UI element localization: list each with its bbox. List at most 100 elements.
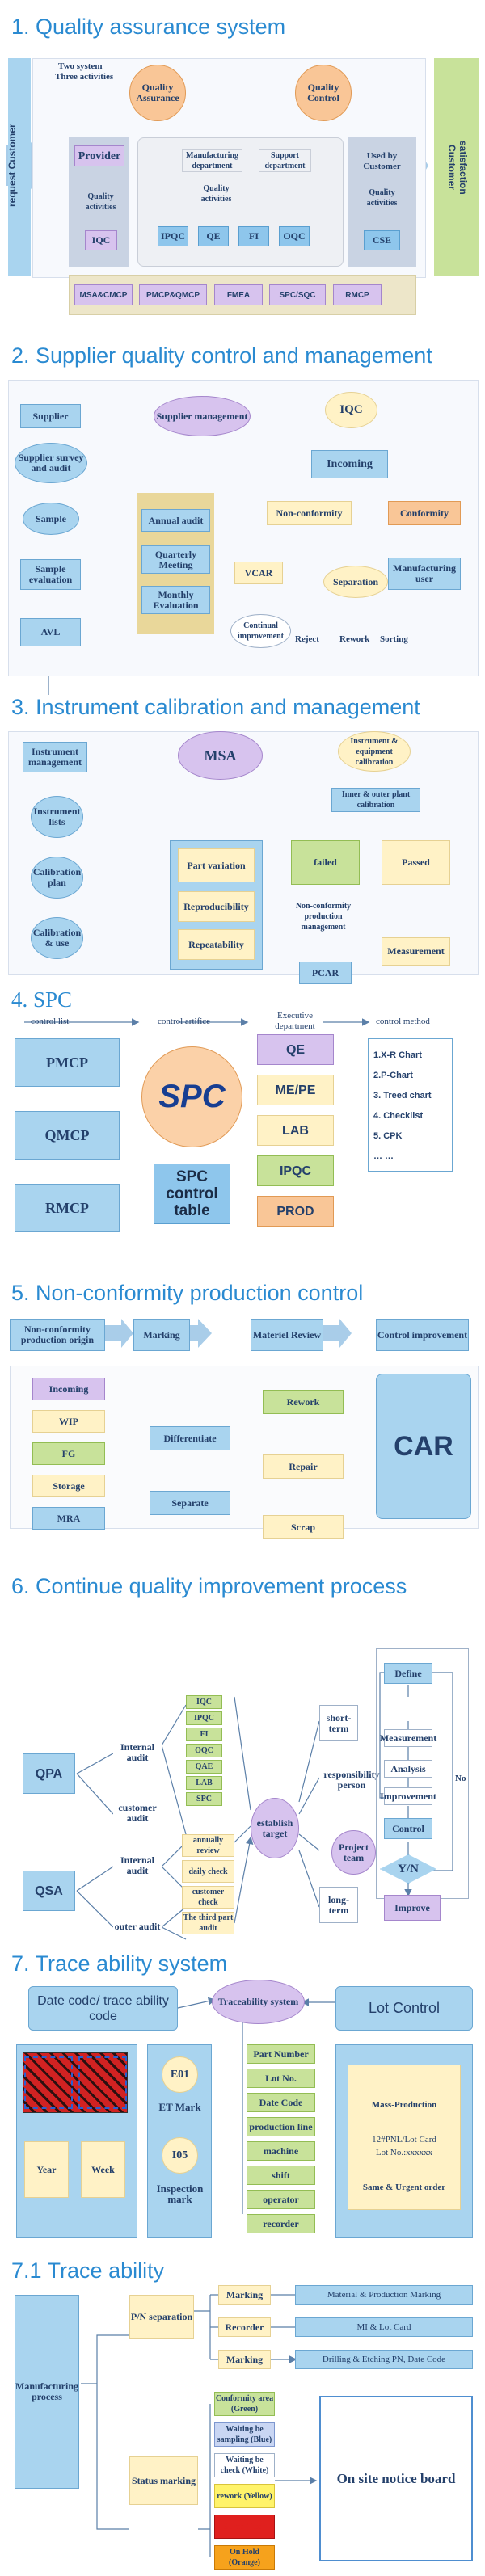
same-urgent-label: Same & Urgent order xyxy=(362,2182,446,2192)
audit-fi: FI xyxy=(186,1728,222,1741)
audit-qae: QAE xyxy=(186,1760,222,1774)
section-5-title: 5. Non-conformity production control xyxy=(11,1281,364,1305)
tool-pmcp-qmcp: PMCP&QMCP xyxy=(139,284,207,305)
result-material-marking: Material & Production Marking xyxy=(295,2285,473,2305)
supplier-management-oval: Supplier management xyxy=(154,396,251,436)
differentiate-box: Differentiate xyxy=(150,1426,230,1450)
method-6: … … xyxy=(373,1151,394,1161)
qe-box: QE xyxy=(198,226,229,246)
section-2-title: 2. Supplier quality control and manageme… xyxy=(11,343,432,368)
dept-ipqc-box: IPQC xyxy=(257,1155,334,1186)
avl-box: AVL xyxy=(20,618,81,646)
audit-ipqc: IPQC xyxy=(186,1711,222,1725)
sample-evaluation-box: Sample evaluation xyxy=(20,559,81,590)
section-3-title: 3. Instrument calibration and management xyxy=(11,695,420,719)
spc-circle: SPC xyxy=(141,1046,242,1147)
executive-department-label: Executive department xyxy=(275,1011,315,1031)
control-box: Control xyxy=(384,1818,432,1839)
repeatability-box: Repeatability xyxy=(178,929,255,960)
rework-box: Rework xyxy=(263,1390,344,1414)
separate-box: Separate xyxy=(150,1491,230,1515)
field-recorder: recorder xyxy=(247,2214,315,2233)
dept-lab-box: LAB xyxy=(257,1115,334,1146)
rework-label: Rework xyxy=(340,634,370,644)
instrument-lists-oval: Instrument lists xyxy=(31,796,83,838)
sorting-label: Sorting xyxy=(380,634,408,644)
manufacturing-process-box: Manufacturing process xyxy=(15,2295,79,2489)
mfg-quality-activities-oval: Quality activities xyxy=(200,184,232,204)
request-customer-label: request Customer xyxy=(6,124,18,208)
spc-control-table-box: SPC control table xyxy=(154,1164,230,1224)
car-box: CAR xyxy=(376,1374,471,1519)
manufacturing-user-box: Manufacturing user xyxy=(388,558,461,590)
supplier-survey-oval: Supplier survey and audit xyxy=(15,443,87,483)
ipqc-box: IPQC xyxy=(158,226,188,246)
section-7-title: 7. Trace ability system xyxy=(11,1951,228,1976)
status-green: Conformity area (Green) xyxy=(214,2392,275,2416)
short-term-box: short-term xyxy=(319,1705,358,1741)
method-2: 2.P-Chart xyxy=(373,1071,413,1080)
analysis-box: Analysis xyxy=(384,1760,432,1778)
oqc-box: OQC xyxy=(279,226,310,246)
qa-activities-oval: Quality activities xyxy=(85,192,116,212)
field-date-code: Date Code xyxy=(247,2093,315,2112)
date-code-box: Date code/ trace ability code xyxy=(28,1986,178,2031)
part-variation-box: Part variation xyxy=(178,848,255,882)
field-lot-no: Lot No. xyxy=(247,2069,315,2088)
materiel-review-box: Materiel Review xyxy=(251,1319,323,1351)
method-3: 3. Treed chart xyxy=(373,1091,432,1101)
dept-qe-box: QE xyxy=(257,1034,334,1065)
long-term-box: long-term xyxy=(319,1887,358,1923)
lot-card-label: 12#PNL/Lot Card xyxy=(372,2134,436,2145)
pcar-box: PCAR xyxy=(299,962,352,984)
iqc-oval: IQC xyxy=(325,392,377,428)
tool-spc-sqc: SPC/SQC xyxy=(269,284,326,305)
status-orange: On Hold (Orange) xyxy=(214,2545,275,2570)
section-1-title: 1. Quality assurance system xyxy=(11,15,286,39)
lot-card-panel xyxy=(348,2065,461,2210)
qpa-box: QPA xyxy=(23,1753,75,1794)
lot-control-box: Lot Control xyxy=(335,1986,473,2031)
rmcp-box: RMCP xyxy=(15,1184,120,1232)
lot-no-label: Lot No.:xxxxxx xyxy=(375,2147,433,2157)
section-4-title: 4. SPC xyxy=(11,987,73,1012)
used-by-customer-label: Used by Customer xyxy=(363,151,401,171)
audit-oqc: OQC xyxy=(186,1744,222,1757)
inner-outer-calibration-box: Inner & outer plant calibration xyxy=(331,788,420,812)
improvement-box: Improvement xyxy=(380,1787,436,1805)
audit-spc: SPC xyxy=(186,1792,222,1806)
origin-wip-box: WIP xyxy=(32,1410,105,1433)
field-production-line: production line xyxy=(247,2117,315,2136)
methods-box xyxy=(368,1038,453,1172)
pn-separation-box: P/N separation xyxy=(129,2295,194,2339)
annual-audit-box: Annual audit xyxy=(141,509,210,532)
field-part-number: Part Number xyxy=(247,2044,315,2064)
status-blue: Waiting be sampling (Blue) xyxy=(214,2422,275,2447)
project-team-oval: Project team xyxy=(331,1830,376,1875)
daily-check-box: daily check xyxy=(182,1860,234,1883)
control-improvement-box: Control improvement xyxy=(376,1319,469,1351)
recorder-box: Recorder xyxy=(218,2317,271,2337)
annual-review-box: annually review xyxy=(182,1834,234,1857)
audit-lab: LAB xyxy=(186,1776,222,1790)
manufacturing-department-box: Manufacturing department xyxy=(182,149,242,172)
non-conformity-box: Non-conformity xyxy=(267,501,352,525)
two-system-label: Two system xyxy=(58,61,103,71)
quality-assurance-circle: Quality Assurance xyxy=(129,65,186,121)
provider-box: Provider xyxy=(74,145,124,166)
measurement-box: Measurement xyxy=(380,1729,436,1747)
marking-2-box: Marking xyxy=(218,2350,271,2369)
define-box: Define xyxy=(384,1663,432,1684)
e01-circle: E01 xyxy=(162,2056,198,2093)
separation-oval: Separation xyxy=(323,566,388,598)
board-image xyxy=(23,2052,128,2113)
reject-label: Reject xyxy=(295,634,319,644)
nc-origin-box: Non-conformity production origin xyxy=(10,1319,105,1351)
origin-incoming-box: Incoming xyxy=(32,1378,105,1400)
vcar-box: VCAR xyxy=(234,562,283,584)
scrap-box: Scrap xyxy=(263,1515,344,1539)
mass-production-label: Mass-Production xyxy=(371,2099,437,2110)
field-shift: shift xyxy=(247,2166,315,2185)
status-red: Scrap (Red) xyxy=(214,2515,275,2539)
cust-quality-activities-oval: Quality activities xyxy=(366,188,398,208)
